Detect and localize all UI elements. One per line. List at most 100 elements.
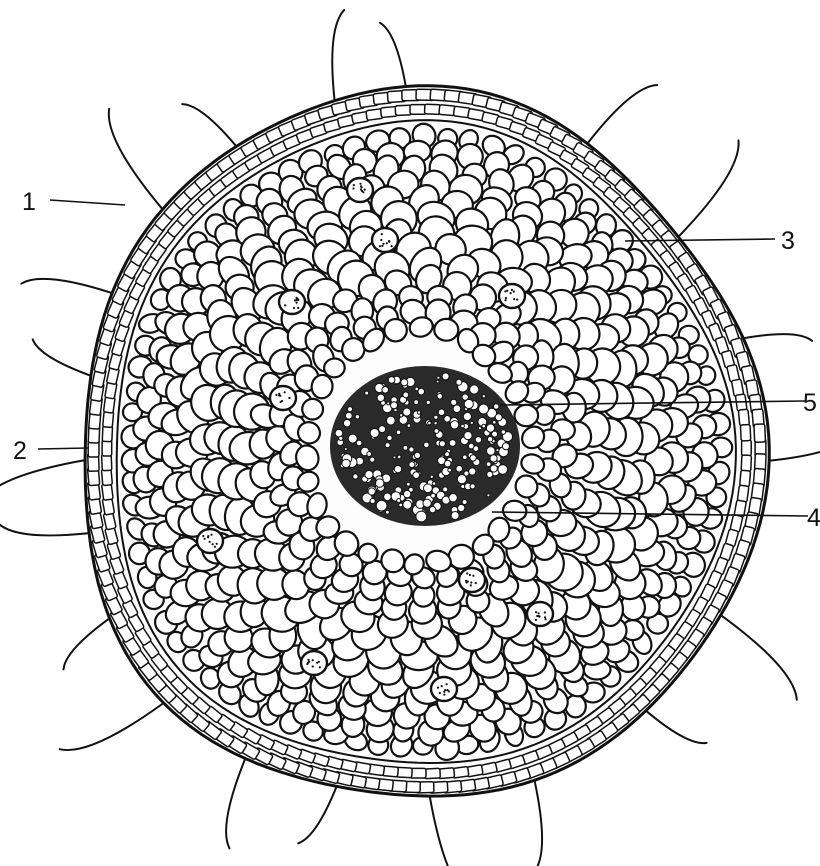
- label-2: 2: [13, 437, 27, 465]
- epidermis-cell: [395, 105, 411, 115]
- stele-cell: [434, 429, 439, 434]
- stele-cell: [458, 504, 465, 511]
- epidermis-cell: [102, 440, 112, 456]
- stele-cell: [370, 429, 379, 438]
- stele-cell: [498, 465, 508, 475]
- stele-cell: [399, 503, 403, 507]
- stele-cell: [438, 409, 445, 416]
- stele-cell: [496, 449, 499, 452]
- epidermis-cell: [410, 105, 426, 115]
- stele-cell: [445, 452, 450, 457]
- stele-cell: [396, 430, 401, 435]
- stele-cell: [407, 424, 411, 428]
- stele-cell: [370, 457, 375, 462]
- cortex-cell: [514, 404, 538, 426]
- root-hair: [721, 615, 797, 700]
- stele-cell: [490, 455, 497, 462]
- starch-cell: [270, 386, 296, 410]
- stele-cell: [367, 452, 372, 457]
- stele-cell: [463, 455, 468, 460]
- root-hair: [0, 460, 85, 503]
- root-hair: [430, 796, 473, 866]
- starch-cell: [527, 602, 553, 626]
- stele-cell: [502, 443, 509, 450]
- stele-cell: [493, 404, 499, 410]
- stele-cell: [470, 385, 479, 394]
- stele-cell: [464, 432, 472, 440]
- stele-cell: [449, 440, 456, 447]
- epidermis-cell: [738, 409, 749, 426]
- stele-cell: [456, 379, 462, 385]
- root-hair: [587, 85, 657, 144]
- stele-cell: [475, 437, 481, 443]
- starch-cell: [459, 568, 485, 592]
- stele-cell: [339, 436, 343, 440]
- stele-cell: [495, 414, 502, 421]
- stele-cell: [376, 479, 384, 487]
- starch-cell: [301, 651, 327, 675]
- starch-cell: [279, 290, 305, 314]
- root-hair: [678, 140, 738, 237]
- stele-cell: [388, 377, 395, 384]
- stele-cell: [368, 488, 375, 495]
- root-hair: [109, 109, 163, 210]
- stele-cell: [393, 456, 396, 459]
- stele-cell: [444, 460, 451, 467]
- stele-cell: [414, 452, 420, 458]
- stele-cell: [486, 424, 494, 432]
- stele-cell: [426, 400, 430, 404]
- starch-cell: [197, 529, 223, 553]
- epidermis-cell: [740, 470, 751, 487]
- stele-cell: [482, 395, 485, 398]
- stele-cell: [429, 506, 435, 512]
- root-hair: [21, 279, 112, 293]
- stele-cell: [379, 426, 386, 433]
- stele-cell: [370, 498, 375, 503]
- root-hair: [64, 618, 110, 669]
- epidermis-cell: [742, 440, 752, 456]
- stele-cell: [355, 415, 359, 419]
- stele-cell: [403, 500, 412, 509]
- stele-cell: [470, 455, 476, 461]
- stele-cell: [386, 510, 390, 514]
- stele-cell: [443, 487, 448, 492]
- stele-cell: [470, 421, 473, 424]
- root-hair: [646, 711, 707, 743]
- stele-cell: [437, 376, 440, 379]
- stele-cell: [451, 512, 459, 520]
- starch-cell: [431, 677, 457, 701]
- stele-cell: [462, 394, 468, 400]
- stele-cell: [382, 387, 389, 394]
- stele-cell: [450, 421, 458, 429]
- root-hair: [534, 780, 542, 866]
- starch-cell: [499, 284, 525, 308]
- root-hair: [298, 786, 337, 843]
- stele-cell: [417, 411, 420, 414]
- stele-cell: [347, 407, 352, 412]
- stele-cell: [345, 412, 352, 419]
- stele-cell: [386, 416, 395, 425]
- stele-cell: [442, 373, 449, 380]
- stele-cell: [376, 500, 387, 511]
- stele-cell: [456, 465, 463, 472]
- stele-cell: [469, 468, 476, 475]
- stele-cell: [343, 420, 350, 427]
- cortex-cell: [302, 399, 324, 420]
- stele-cell: [487, 471, 493, 477]
- stele-cell: [356, 440, 362, 446]
- stele-cell: [353, 474, 358, 479]
- stele-cell: [463, 412, 471, 420]
- epidermis-cell: [754, 424, 766, 442]
- leader-line-1: [50, 200, 125, 205]
- stele-cell: [348, 434, 357, 443]
- root-hair: [60, 703, 164, 750]
- stele-cell: [487, 494, 490, 497]
- stele-cell: [428, 421, 432, 425]
- stele-cell: [436, 380, 439, 383]
- epidermis-cell: [741, 455, 751, 471]
- stele-cell: [387, 402, 390, 405]
- stele-cell: [437, 394, 443, 400]
- stele-cell: [462, 500, 467, 505]
- stele-cell: [342, 459, 350, 467]
